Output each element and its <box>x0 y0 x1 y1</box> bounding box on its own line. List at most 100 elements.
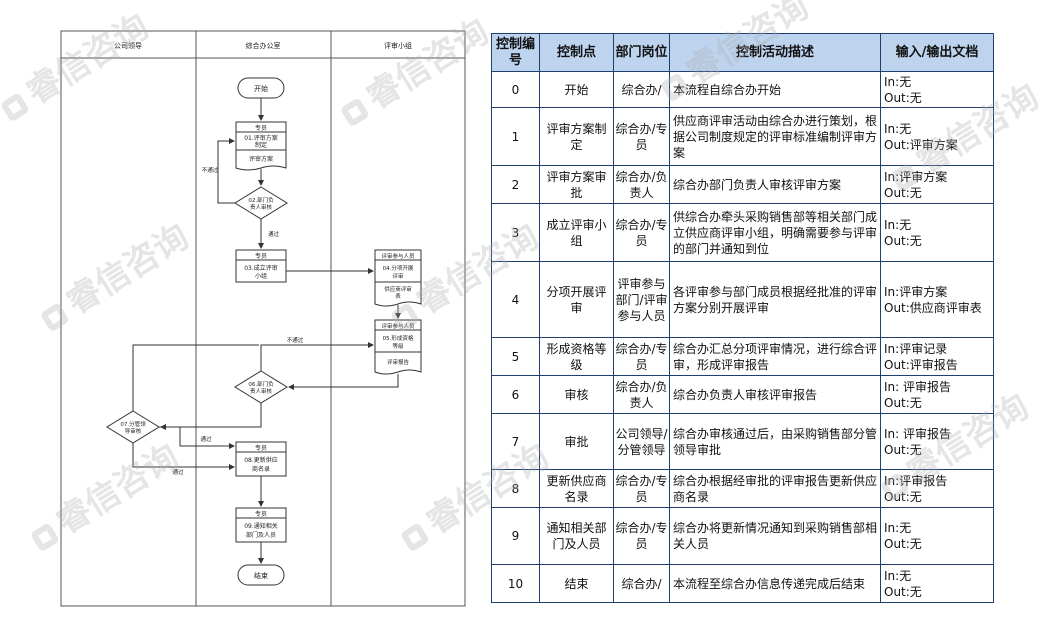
cell-io-docs: In:评审报告 Out:无 <box>880 469 994 508</box>
flow-arrow <box>132 443 235 470</box>
header-control-id: 控制编号 <box>491 33 540 72</box>
step01-label-2: 制定 <box>255 141 267 149</box>
step05-label-1: 05.形成资格 <box>383 334 414 342</box>
cell-id: 1 <box>491 107 540 166</box>
cell-description: 综合办负责人审核评审报告 <box>669 375 881 414</box>
step04-label-1: 04.分项开展 <box>383 264 414 272</box>
table-row: 7 审批 公司领导/分管领导 综合办审核通过后，由采购销售部分管领导审批 In:… <box>491 413 994 470</box>
header-activity-description: 控制活动描述 <box>669 33 881 72</box>
cell-io-docs: In: 评审报告 Out:无 <box>880 413 994 470</box>
cell-control-point: 通知相关部门及人员 <box>539 507 614 565</box>
step06-label-2: 责人审核 <box>250 387 273 395</box>
cell-id: 7 <box>491 413 540 470</box>
step05-doc-label: 评审报告 <box>387 358 410 366</box>
cell-control-point: 开始 <box>539 71 614 108</box>
end-label: 结束 <box>254 571 268 580</box>
step03-role: 专员 <box>255 252 267 260</box>
cell-io-docs: In:无 Out:无 <box>880 71 994 108</box>
step08-box <box>235 451 287 477</box>
cell-control-point: 审批 <box>539 413 614 470</box>
cell-description: 综合办部门负责人审核评审方案 <box>669 165 881 204</box>
control-points-table: 控制编号 控制点 部门岗位 控制活动描述 输入/输出文档 0 开始 综合办/ 本… <box>491 33 994 603</box>
cell-description: 综合办将更新情况通知到采购销售部相关人员 <box>669 507 881 565</box>
step04-label-2: 评审 <box>392 272 404 280</box>
cell-id: 6 <box>491 375 540 414</box>
edge-label-pass-02: 通过 <box>268 230 280 238</box>
cell-department: 综合办/专员 <box>613 507 670 565</box>
cell-control-point: 分项开展评审 <box>539 261 614 338</box>
cell-io-docs: In:无 Out:无 <box>880 507 994 565</box>
step03-label-2: 小组 <box>255 272 267 280</box>
cell-department: 评审参与部门/评审参与人员 <box>613 261 670 338</box>
cell-department: 公司领导/分管领导 <box>613 413 670 470</box>
cell-control-point: 评审方案审批 <box>539 165 614 204</box>
cell-description: 供应商评审活动由综合办进行策划，根据公司制度规定的评审标准编制评审方案 <box>669 107 881 166</box>
step07-label-2: 导审核 <box>125 427 142 435</box>
process-flowchart: 公司领导 综合办公室 评审小组 开始 专员 01.评审方案 制定 评审方案 02… <box>0 0 480 631</box>
cell-id: 4 <box>491 261 540 338</box>
lane-label-general-office: 综合办公室 <box>246 41 281 50</box>
reject-loop-06 <box>260 342 374 371</box>
step05-document <box>374 351 422 375</box>
cell-description: 供综合办牵头采购销售部等相关部门成立供应商评审小组，明确需要参与评审的部门并通知… <box>669 203 881 262</box>
start-label: 开始 <box>254 84 268 93</box>
step01-doc-label: 评审方案 <box>249 155 273 163</box>
step05-role: 评审参与人员 <box>381 322 415 330</box>
edge-label-reject-02: 不通过 <box>202 166 219 174</box>
cell-io-docs: In:无 Out:评审方案 <box>880 107 994 166</box>
cell-control-point: 评审方案制定 <box>539 107 614 166</box>
step08-label-1: 08.更新供应 <box>244 456 278 464</box>
step09-box <box>235 517 287 543</box>
cell-io-docs: In:评审方案 Out:供应商评审表 <box>880 261 994 338</box>
cell-department: 综合办/ <box>613 564 670 603</box>
cell-department: 综合办/专员 <box>613 469 670 508</box>
cell-department: 综合办/ <box>613 71 670 108</box>
cell-control-point: 形成资格等级 <box>539 337 614 376</box>
flowchart-canvas: 公司领导 综合办公室 评审小组 开始 专员 01.评审方案 制定 评审方案 02… <box>60 30 466 607</box>
cell-io-docs: In:无 Out:无 <box>880 203 994 262</box>
cell-io-docs: In: 评审报告 Out:无 <box>880 375 994 414</box>
step01-role: 专员 <box>255 124 267 132</box>
cell-description: 综合办根据经审批的评审报告更新供应商名录 <box>669 469 881 508</box>
cell-description: 本流程至综合办信息传递完成后结束 <box>669 564 881 603</box>
step06-label-1: 06.部门负 <box>248 380 274 388</box>
cell-io-docs: In:无 Out:无 <box>880 564 994 603</box>
flow-arrow <box>288 374 399 390</box>
lane-label-leadership: 公司领导 <box>114 41 142 50</box>
cell-department: 综合办/专员 <box>613 337 670 376</box>
step02-label-1: 02.部门负 <box>248 196 274 204</box>
step08-label-2: 商名录 <box>252 465 270 473</box>
table-row: 0 开始 综合办/ 本流程自综合办开始 In:无 Out:无 <box>491 71 994 108</box>
header-department: 部门岗位 <box>613 33 670 72</box>
step07-label-1: 07.分管领 <box>120 420 146 428</box>
step01-document <box>235 149 287 171</box>
step04-role: 评审参与人员 <box>381 252 415 260</box>
step09-label-2: 部门及人员 <box>246 531 276 539</box>
step02-label-2: 责人审核 <box>250 203 273 211</box>
table-row: 2 评审方案审批 综合办/负责人 综合办部门负责人审核评审方案 In:评审方案 … <box>491 165 994 204</box>
end-node <box>237 564 285 586</box>
cell-description: 综合办汇总分项评审情况，进行综合评审，形成评审报告 <box>669 337 881 376</box>
cell-id: 0 <box>491 71 540 108</box>
step09-role: 专员 <box>255 510 267 518</box>
step04-doc-label-1: 供应商评审 <box>384 285 412 293</box>
header-control-point: 控制点 <box>539 33 614 72</box>
table-row: 5 形成资格等级 综合办/专员 综合办汇总分项评审情况，进行综合评审，形成评审报… <box>491 337 994 376</box>
cell-control-point: 结束 <box>539 564 614 603</box>
table-header-row: 控制编号 控制点 部门岗位 控制活动描述 输入/输出文档 <box>491 33 994 72</box>
cell-department: 综合办/负责人 <box>613 375 670 414</box>
table-row: 1 评审方案制定 综合办/专员 供应商评审活动由综合办进行策划，根据公司制度规定… <box>491 107 994 166</box>
header-io-documents: 输入/输出文档 <box>880 33 994 72</box>
cell-department: 综合办/负责人 <box>613 165 670 204</box>
step05-label-2: 等级 <box>392 342 404 350</box>
cell-io-docs: In:评审方案 Out:无 <box>880 165 994 204</box>
table-row: 10 结束 综合办/ 本流程至综合办信息传递完成后结束 In:无 Out:无 <box>491 564 994 603</box>
flow-arrow <box>159 426 235 449</box>
reject-loop-07 <box>132 344 259 411</box>
cell-io-docs: In:评审记录 Out:评审报告 <box>880 337 994 376</box>
step08-role: 专员 <box>255 444 267 452</box>
edge-label-pass-07-b: 通过 <box>172 468 184 476</box>
cell-control-point: 更新供应商名录 <box>539 469 614 508</box>
step03-label-1: 03.成立评审 <box>244 264 278 272</box>
cell-department: 综合办/专员 <box>613 107 670 166</box>
